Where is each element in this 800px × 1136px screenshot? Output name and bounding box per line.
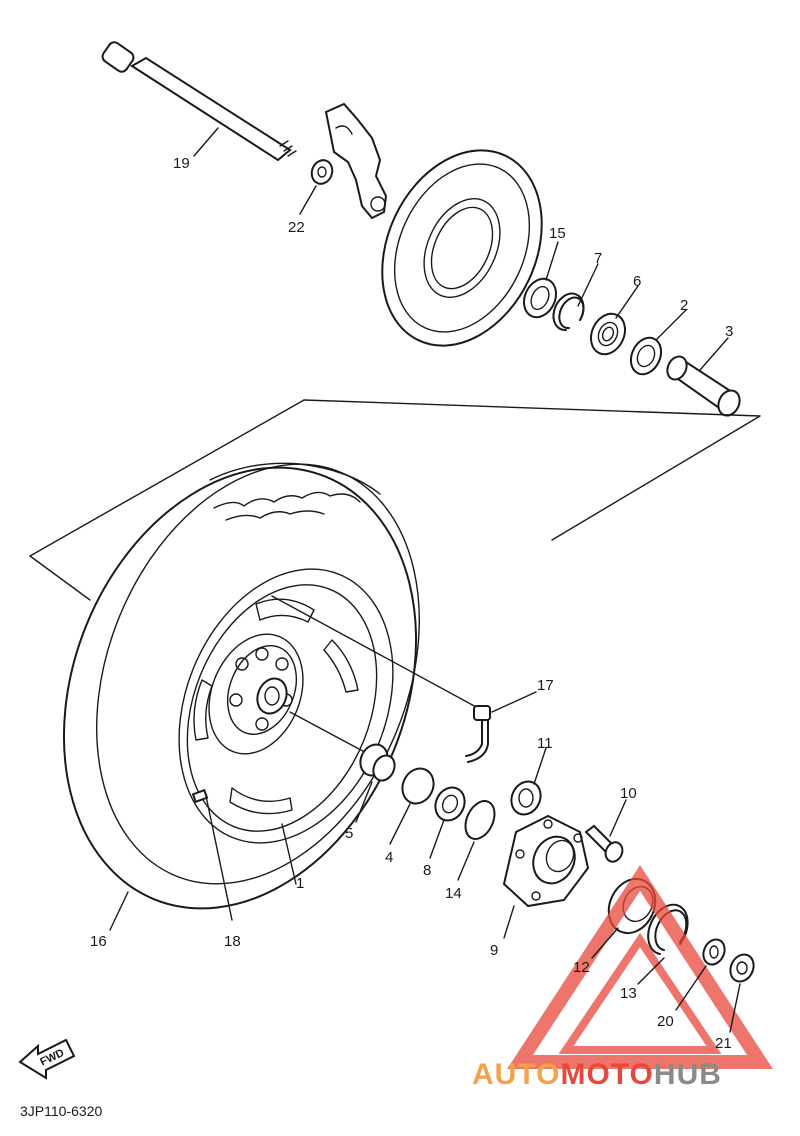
brand-moto: MOTO (560, 1058, 653, 1091)
brand-hub: HUB (654, 1058, 722, 1091)
label-part-3: 3 (725, 323, 733, 340)
label-part-2: 2 (680, 297, 688, 314)
label-part-17: 17 (537, 677, 554, 694)
callout-leaders (109, 127, 741, 1033)
label-part-15: 15 (549, 225, 566, 242)
label-part-22: 22 (288, 219, 305, 236)
fwd-arrow-icon: FWD (18, 1038, 76, 1080)
bearing-6 (589, 312, 627, 356)
reference-plane (303, 399, 761, 541)
collar-3 (666, 355, 741, 417)
label-part-21: 21 (715, 1035, 732, 1052)
bushing-11 (510, 780, 542, 816)
brand-auto: AUTO (472, 1058, 560, 1091)
wheel-assembly (62, 462, 420, 910)
oil-seal-15 (522, 277, 558, 319)
label-part-5: 5 (345, 825, 353, 842)
watermark-logo (507, 865, 773, 1069)
label-part-20: 20 (657, 1013, 674, 1030)
label-part-18: 18 (224, 933, 241, 950)
axle (101, 41, 297, 162)
label-part-11: 11 (537, 735, 553, 752)
bearing-8 (434, 786, 466, 822)
valve-17 (465, 705, 491, 763)
brake-disc (381, 149, 543, 347)
label-part-9: 9 (490, 942, 498, 959)
bolt-10 (584, 824, 624, 863)
label-part-19: 19 (173, 155, 190, 172)
spacer-4 (401, 767, 435, 805)
part-labels: 1 2 3 4 5 6 7 8 9 10 11 12 13 14 15 16 1… (90, 155, 733, 1052)
hub-9 (502, 814, 590, 908)
washer-20 (702, 938, 726, 966)
label-part-4: 4 (385, 849, 393, 866)
collar-5 (359, 743, 396, 782)
nut-21 (729, 953, 755, 983)
label-part-14: 14 (445, 885, 462, 902)
label-part-8: 8 (423, 862, 431, 879)
watermark-text: AUTOMOTOHUB (472, 1058, 722, 1091)
label-part-1: 1 (296, 875, 304, 892)
label-part-6: 6 (633, 273, 641, 290)
reference-plane-left (29, 399, 305, 601)
brake-bracket (324, 102, 388, 220)
label-part-10: 10 (620, 785, 637, 802)
o-ring-14 (464, 800, 496, 840)
label-part-16: 16 (90, 933, 107, 950)
label-part-13: 13 (620, 985, 637, 1002)
washer-22 (310, 159, 334, 185)
diagram-code: 3JP110-6320 (20, 1103, 102, 1119)
leader-lines (205, 595, 479, 921)
label-part-7: 7 (594, 250, 602, 267)
label-part-12: 12 (573, 959, 590, 976)
spacer-2 (629, 336, 663, 376)
circlip-7 (552, 292, 585, 332)
